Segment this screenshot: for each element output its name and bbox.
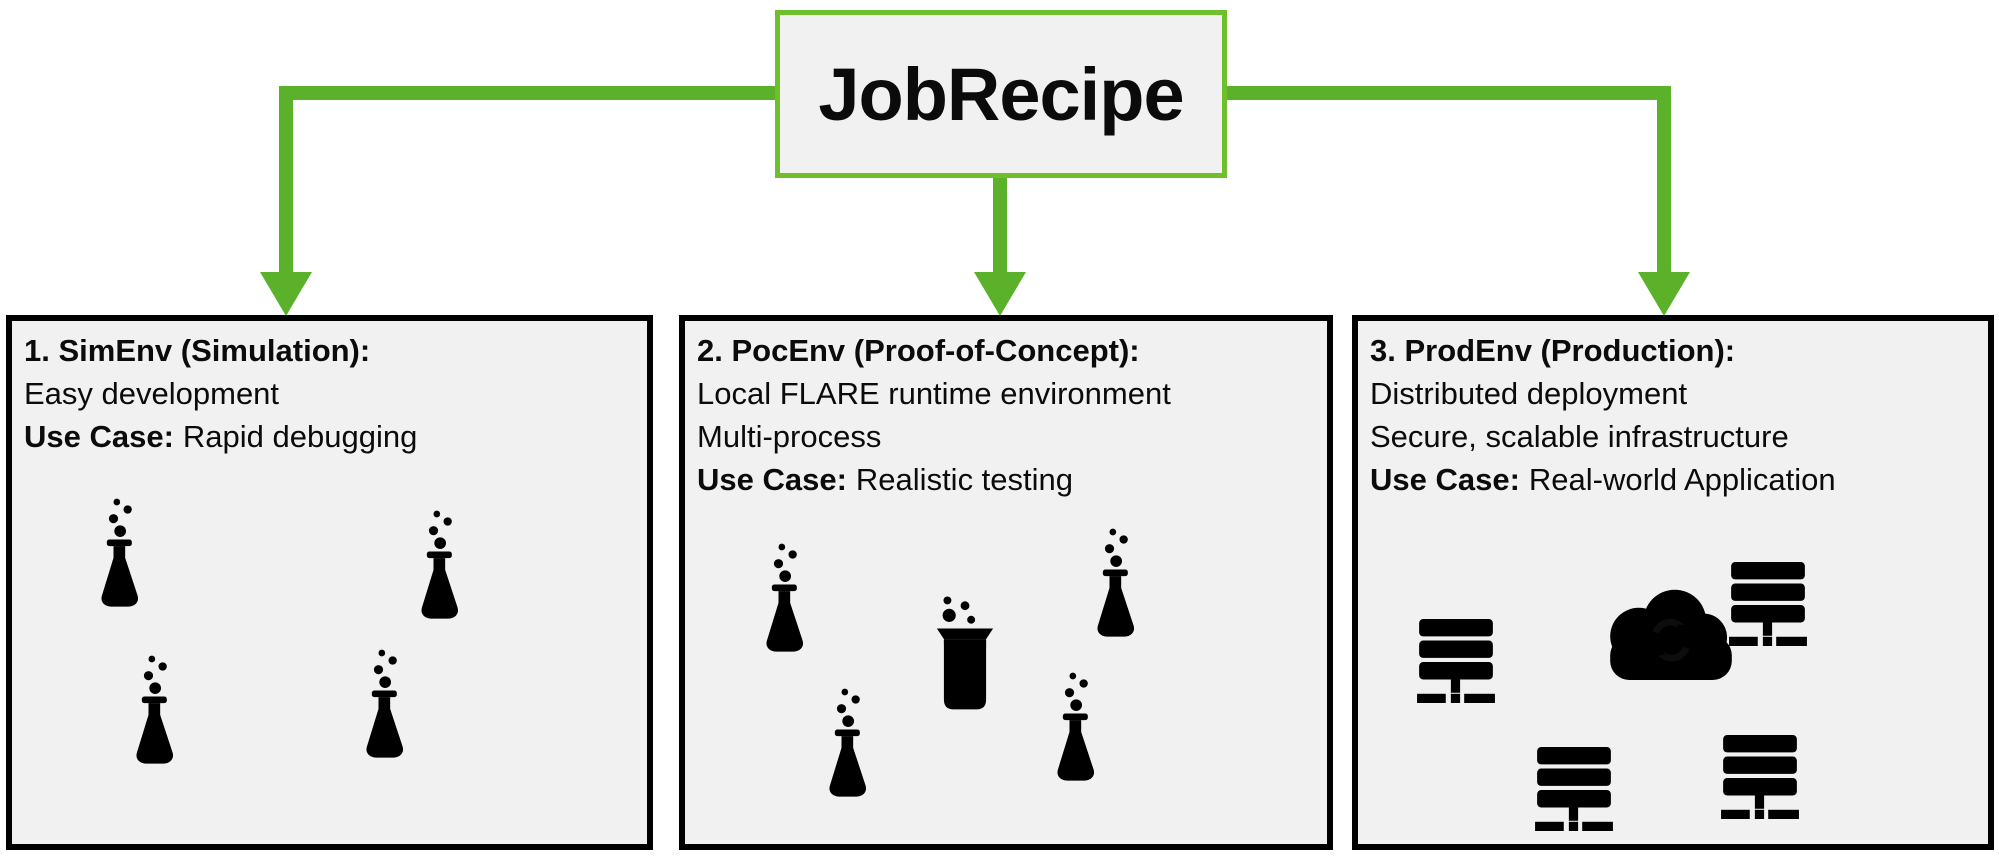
use-case-label: Use Case:	[697, 462, 847, 497]
connector-right-horizontal	[1227, 86, 1671, 100]
simenv-title: 1. SimEnv (Simulation):	[24, 333, 371, 368]
flask-icon	[131, 653, 181, 770]
flask-icon	[1092, 526, 1142, 643]
flask-icon	[416, 508, 466, 625]
prodenv-use-case-line: Use Case:Real-world Application	[1370, 458, 1976, 501]
simenv-line: Easy development	[24, 376, 280, 411]
prodenv-panel: 3. ProdEnv (Production): Distributed dep…	[1352, 315, 1994, 850]
use-case-value: Realistic testing	[855, 462, 1074, 497]
use-case-value: Real-world Application	[1528, 462, 1836, 497]
simenv-use-case-line: Use Case:Rapid debugging	[24, 415, 635, 458]
flask-icon	[761, 541, 811, 658]
arrow-down-left-icon	[260, 272, 312, 316]
pocenv-title: 2. PocEnv (Proof-of-Concept):	[697, 333, 1140, 368]
prodenv-line: Distributed deployment	[1370, 376, 1688, 411]
connector-center-vertical	[993, 176, 1007, 276]
server-icon	[1417, 619, 1495, 703]
flask-icon	[824, 686, 874, 803]
connector-left-horizontal	[280, 86, 775, 100]
prodenv-line: Secure, scalable infrastructure	[1370, 419, 1789, 454]
use-case-label: Use Case:	[24, 419, 174, 454]
server-icon	[1535, 747, 1613, 831]
server-icon	[1721, 735, 1799, 819]
flask-icon	[1052, 670, 1102, 787]
server-icon	[1729, 562, 1807, 646]
jobrecipe-box: JobRecipe	[775, 10, 1227, 178]
flask-icon	[96, 496, 146, 613]
prodenv-title: 3. ProdEnv (Production):	[1370, 333, 1736, 368]
simenv-panel: 1. SimEnv (Simulation): Easy development…	[6, 315, 653, 850]
connector-left-vertical	[279, 86, 293, 276]
use-case-value: Rapid debugging	[182, 419, 418, 454]
jobrecipe-title: JobRecipe	[818, 52, 1184, 136]
pocenv-use-case-line: Use Case:Realistic testing	[697, 458, 1315, 501]
arrow-down-right-icon	[1638, 272, 1690, 316]
pocenv-line: Local FLARE runtime environment	[697, 376, 1171, 411]
arrow-down-center-icon	[974, 272, 1026, 316]
pocenv-line: Multi-process	[697, 419, 882, 454]
use-case-label: Use Case:	[1370, 462, 1520, 497]
connector-right-vertical	[1657, 86, 1671, 276]
flask-icon	[361, 647, 411, 764]
pocenv-panel: 2. PocEnv (Proof-of-Concept): Local FLAR…	[679, 315, 1333, 850]
cloud-sync-icon	[1595, 583, 1747, 682]
beaker-icon	[936, 589, 994, 712]
